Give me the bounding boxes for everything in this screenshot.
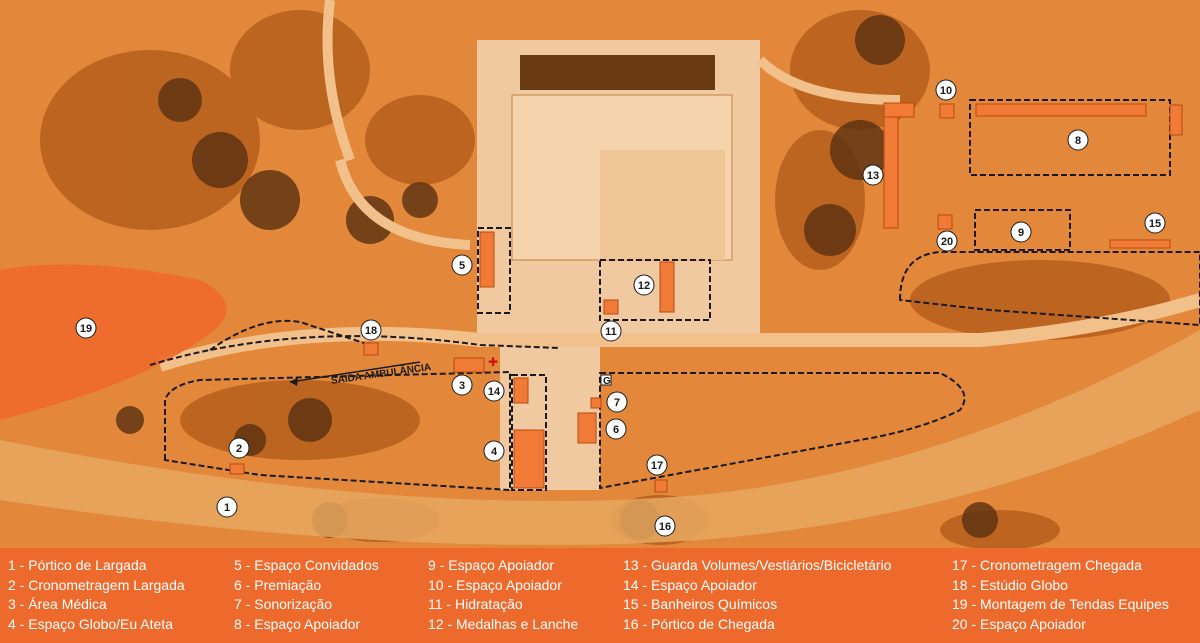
legend-item: 17 - Cronometragem Chegada [952,557,1142,573]
legend-item: 2 - Cronometragem Largada [8,576,185,593]
marker-label: 18 [365,325,377,337]
legend-item: 7 - Sonorização [234,596,333,612]
legend-item: 9 - Espaço Apoiador [428,557,555,573]
marker-7: 7 [606,391,628,413]
legend-item: 16 - Pórtico de Chegada [623,615,775,632]
corner-label: G [603,376,611,387]
legend-item: 4 - Espaço Globo/Eu Ateta [8,615,173,632]
marker-9: 9 [1010,221,1032,243]
marker-label: 19 [80,323,92,335]
legend-column-1: 1 - Pórtico de Largada 2 - Cronometragem… [8,556,185,634]
area-19 [0,264,227,420]
marker-8: 8 [1067,129,1089,151]
marker-label: 5 [459,260,465,272]
marker-12: 12 [633,274,655,296]
legend-item: 13 - Guarda Volumes/Vestiários/Bicicletá… [623,557,892,573]
marker-label: 3 [459,380,465,392]
legend-column-5: 17 - Cronometragem Chegada 18 - Estúdio … [952,556,1169,634]
marker-label: 4 [491,446,498,458]
marker-16: 16 [654,515,676,537]
legend-item: 20 - Espaço Apoiador [952,615,1086,632]
marker-label: 15 [1149,218,1161,230]
legend-item: 18 - Estúdio Globo [952,576,1068,593]
tents [229,102,1183,493]
legend: 1 - Pórtico de Largada 2 - Cronometragem… [0,548,1200,643]
avenue [0,330,1200,545]
marker-label: 7 [614,397,620,409]
marker-14: 14 [483,380,505,402]
legend-item: 11 - Hidratação [428,596,523,612]
marker-1: 1 [216,496,238,518]
legend-column-2: 5 - Espaço Convidados 6 - Premiação 7 - … [234,556,379,634]
marker-10: 10 [935,79,957,101]
marker-label: 17 [651,460,663,472]
legend-column-4: 13 - Guarda Volumes/Vestiários/Bicicletá… [623,556,891,634]
marker-5: 5 [451,254,473,276]
legend-item: 14 - Espaço Apoiador [623,576,757,593]
legend-item: 5 - Espaço Convidados [234,557,379,573]
legend-item: 15 - Banheiros Químicos [623,596,778,612]
legend-item: 1 - Pórtico de Largada [8,557,147,573]
marker-20: 20 [936,230,958,252]
medical-cross-icon: ✚ [488,355,498,369]
marker-label: 1 [224,502,230,514]
legend-item: 8 - Espaço Apoiador [234,615,361,632]
legend-item: 6 - Premiação [234,576,322,593]
marker-3: 3 [451,374,473,396]
aerial-map: SAÍDA AMBULÂNCIA G ✚ 1234567891011121314… [0,0,1200,548]
marker-18: 18 [360,319,382,341]
marker-15: 15 [1144,212,1166,234]
marker-label: 6 [613,424,619,436]
marker-17: 17 [646,454,668,476]
legend-item: 19 - Montagem de Tendas Equipes [952,596,1169,612]
legend-item: 10 - Espaço Apoiador [428,576,562,593]
legend-item: 12 - Medalhas e Lanche [428,615,579,632]
dashed-boundaries [149,99,1200,492]
marker-label: 14 [488,386,501,398]
marker-13: 13 [862,164,884,186]
marker-11: 11 [600,320,622,342]
marker-19: 19 [75,317,97,339]
marker-label: 20 [941,236,953,248]
marker-label: 12 [638,280,650,292]
marker-label: 16 [659,521,671,533]
marker-label: 11 [605,326,617,338]
marker-label: 10 [940,85,952,97]
marker-6: 6 [605,418,627,440]
legend-item: 3 - Área Médica [8,596,107,612]
marker-label: 9 [1018,227,1024,239]
marker-label: 13 [867,170,879,182]
legend-column-3: 9 - Espaço Apoiador 10 - Espaço Apoiador… [428,556,578,634]
marker-4: 4 [483,440,505,462]
marker-label: 8 [1075,135,1081,147]
marker-label: 2 [236,443,242,455]
marker-2: 2 [228,437,250,459]
